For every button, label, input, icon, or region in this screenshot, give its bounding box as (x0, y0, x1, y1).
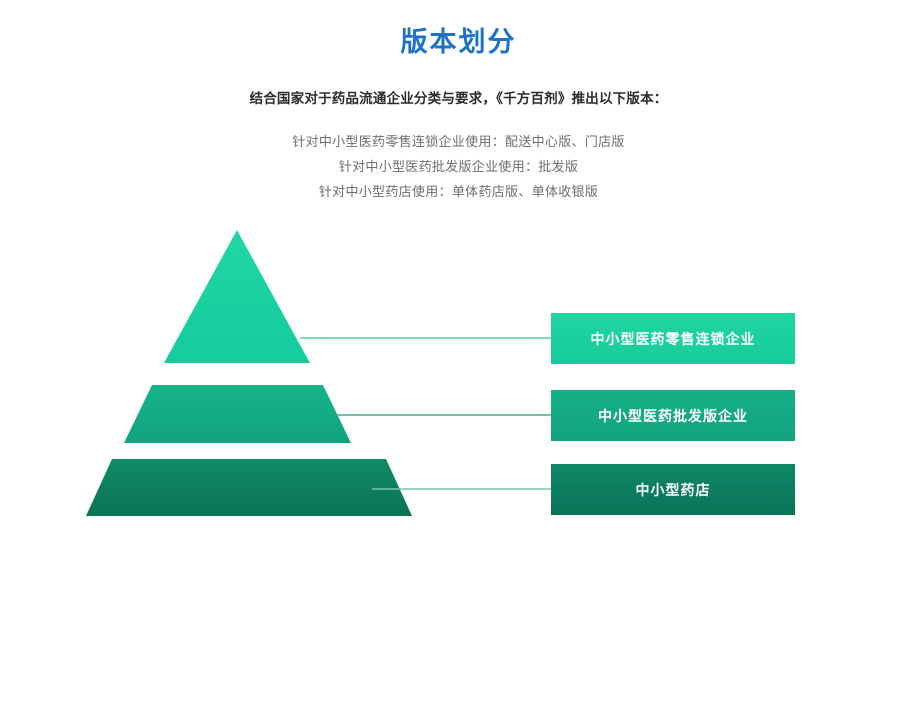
pyramid-tier-1[interactable] (164, 230, 310, 363)
pyramid-tier-2-label: 批发版 (203, 632, 248, 648)
pyramid-tier-3-label: 单体药店版 (186, 706, 261, 722)
pyramid-tier-3[interactable] (86, 459, 412, 516)
target-box-wholesale-label: 中小型医药批发版企业 (598, 407, 748, 424)
target-box-retail-chain[interactable]: 中小型医药零售连锁企业 (551, 313, 795, 364)
target-box-retail-chain-label: 中小型医药零售连锁企业 (590, 330, 756, 347)
page-title: 版本划分 (400, 27, 517, 57)
description-line-1: 针对中小型医药零售连锁企业使用：配送中心版、门店版 (292, 134, 625, 150)
target-box-pharmacy[interactable]: 中小型药店 (551, 464, 795, 515)
pyramid-tier-1-label: 配送中心版 (186, 555, 261, 571)
description-line-2: 针对中小型医药批发版企业使用：批发版 (338, 159, 579, 175)
pyramid-tier-2[interactable] (124, 385, 351, 443)
page-root: 版本划分 结合国家对于药品流通企业分类与要求，《千方百剂》推出以下版本： 针对中… (0, 0, 917, 516)
header-section: 版本划分 结合国家对于药品流通企业分类与要求，《千方百剂》推出以下版本： 针对中… (0, 0, 917, 204)
description-line-3: 针对中小型药店使用：单体药店版、单体收银版 (318, 184, 599, 200)
description-list: 针对中小型医药零售连锁企业使用：配送中心版、门店版 针对中小型医药批发版企业使用… (0, 107, 917, 204)
pyramid-shapes (86, 230, 551, 516)
target-box-wholesale[interactable]: 中小型医药批发版企业 (551, 390, 795, 441)
header-subtitle: 结合国家对于药品流通企业分类与要求，《千方百剂》推出以下版本： (249, 91, 668, 107)
target-box-pharmacy-label: 中小型药店 (635, 481, 711, 498)
